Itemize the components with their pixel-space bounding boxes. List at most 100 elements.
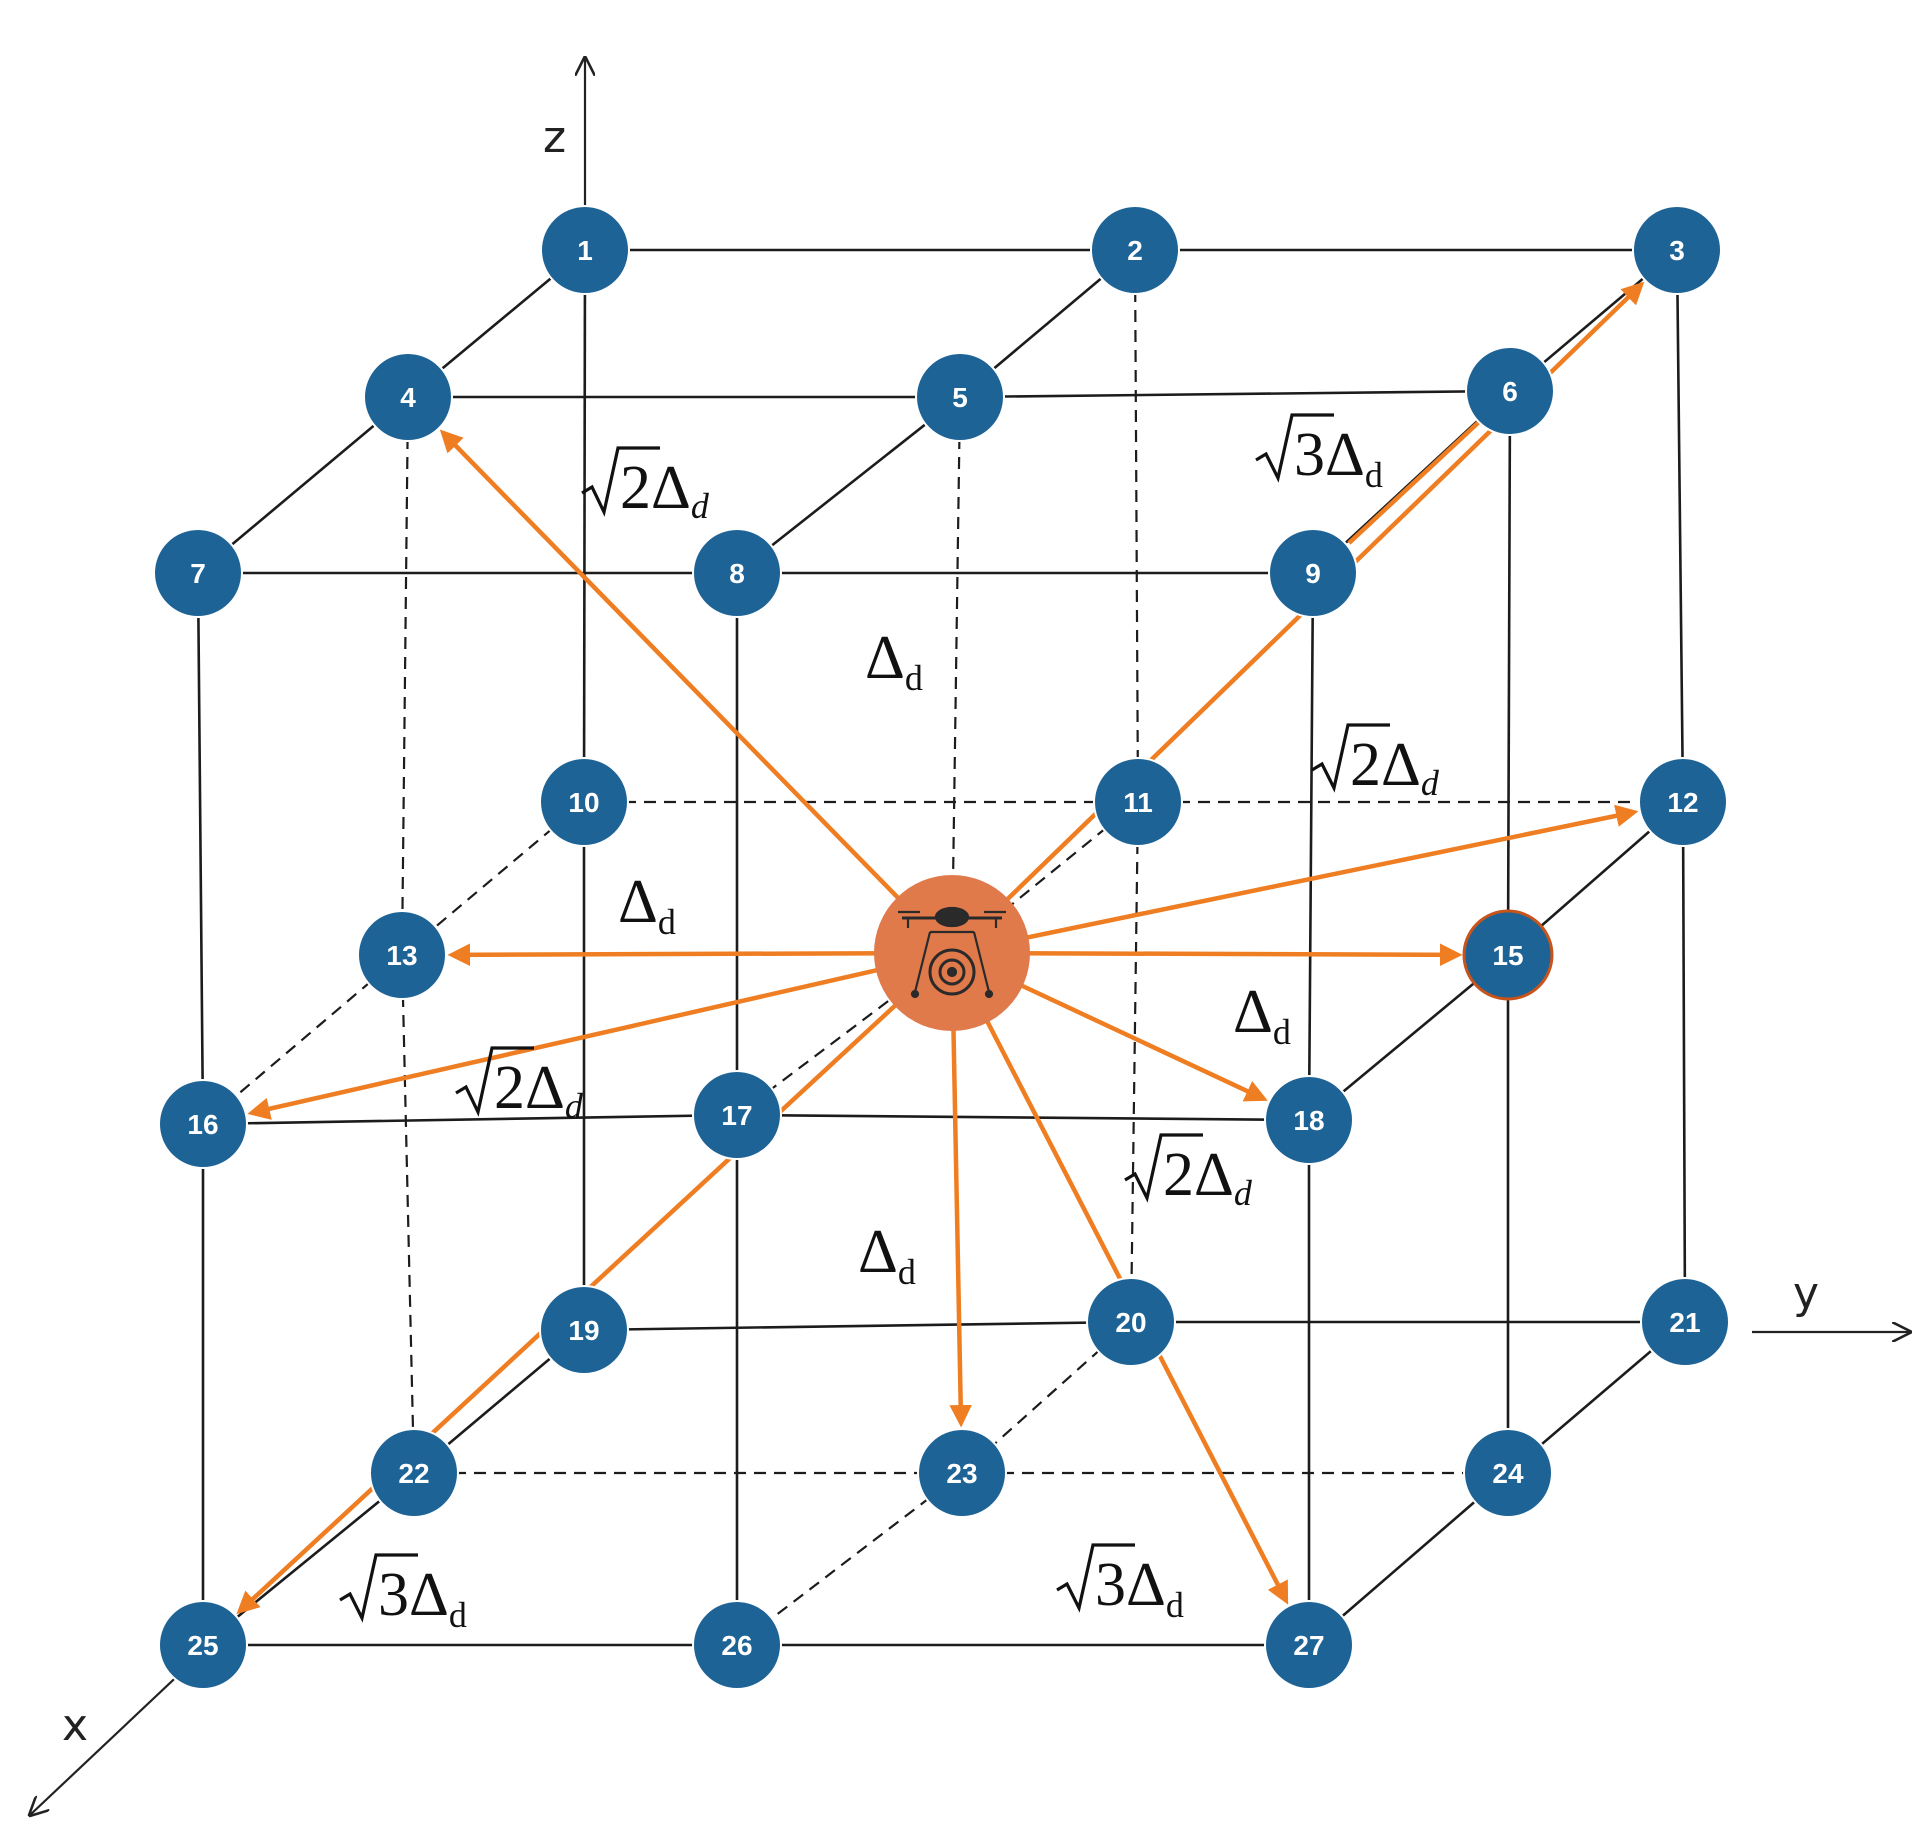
node-11: 11 (1093, 757, 1183, 847)
distance-labels: Δd Δd Δd Δd 2Δd 2Δd 2Δd 2Δd (339, 413, 1440, 1635)
drone-icon (898, 906, 1006, 999)
node-label: 12 (1667, 787, 1698, 818)
dashed-edge-11-20 (1129, 801, 1140, 1323)
node-1: 1 (540, 205, 630, 295)
edge-17-18 (736, 1113, 1310, 1122)
sqrt2-delta-label-right: 2Δd (1311, 723, 1440, 803)
edge-22-25 (202, 1471, 415, 1647)
node-circle (692, 1070, 782, 1160)
edge-12-21 (1681, 801, 1687, 1323)
node-label: 20 (1115, 1307, 1146, 1338)
node-circle (1264, 1075, 1354, 1165)
node-label: 1 (577, 235, 593, 266)
svg-text:3Δd: 3Δd (1095, 1551, 1184, 1625)
node-label: 9 (1305, 558, 1321, 589)
node-label: 6 (1502, 376, 1518, 407)
arrow-to-node-18 (1005, 976, 1268, 1102)
edge-4-7 (197, 396, 409, 574)
edge-6-15 (1506, 390, 1512, 956)
arrow-to-node-23 (949, 1012, 972, 1428)
node-circle (1086, 1277, 1176, 1367)
y-axis-label: y (1793, 1268, 1819, 1319)
node-2: 2 (1090, 205, 1180, 295)
node-12: 12 (1638, 757, 1728, 847)
node-3: 3 (1632, 205, 1722, 295)
node-circle (539, 757, 629, 847)
cube-edges (196, 248, 1687, 1647)
svg-text:3Δd: 3Δd (378, 1561, 467, 1635)
edge-1-10 (582, 249, 587, 803)
edge-16-17 (202, 1113, 738, 1126)
edge-5-8 (736, 395, 961, 575)
node-27: 27 (1264, 1600, 1354, 1690)
arrow-to-node-13 (447, 943, 893, 967)
node-label: 2 (1127, 235, 1143, 266)
edge-7-16 (196, 572, 205, 1125)
sqrt3-delta-label-lower-left: 3Δd (339, 1553, 467, 1635)
node-circle (1264, 1600, 1354, 1690)
svg-text:Δd: Δd (618, 868, 676, 942)
z-axis-label: z (543, 112, 566, 163)
node-25: 25 (158, 1600, 248, 1690)
node-circle (153, 528, 243, 618)
x-axis-label: x (62, 1700, 88, 1751)
node-circle (539, 1285, 629, 1375)
delta-label-up: Δd (865, 624, 923, 698)
sqrt3-delta-label-upper-right: 3Δd (1255, 413, 1383, 495)
node-label: 10 (568, 787, 599, 818)
dashed-edge-13-22 (400, 954, 416, 1474)
node-circle (692, 528, 782, 618)
node-circle (363, 352, 453, 442)
edge-19-20 (583, 1320, 1132, 1332)
node-label: 4 (400, 382, 416, 413)
node-label: 16 (187, 1109, 218, 1140)
node-21: 21 (1640, 1277, 1730, 1367)
node-10: 10 (539, 757, 629, 847)
node-label: 17 (721, 1100, 752, 1131)
node-24: 24 (1463, 1428, 1553, 1518)
dashed-edge-5-14 (950, 396, 962, 954)
node-13: 13 (357, 910, 447, 1000)
node-label: 26 (721, 1630, 752, 1661)
node-circle (1093, 757, 1183, 847)
node-label: 5 (952, 382, 968, 413)
node-label: 25 (187, 1630, 218, 1661)
edge-5-6 (959, 389, 1511, 399)
node-circle (915, 352, 1005, 442)
node-23: 23 (917, 1428, 1007, 1518)
node-circle (692, 1600, 782, 1690)
delta-label-down: Δd (858, 1218, 916, 1292)
node-22: 22 (369, 1428, 459, 1518)
node-label: 13 (386, 940, 417, 971)
node-circle (540, 205, 630, 295)
node-circle (1462, 909, 1554, 1001)
delta-label-right: Δd (1233, 978, 1291, 1052)
node-18: 18 (1264, 1075, 1354, 1165)
node-circle (1090, 205, 1180, 295)
node-7: 7 (153, 528, 243, 618)
delta-label-left: Δd (618, 868, 676, 942)
node-circle (158, 1079, 248, 1169)
svg-text:2Δd: 2Δd (494, 1054, 584, 1126)
node-label: 3 (1669, 235, 1685, 266)
node-6: 6 (1465, 346, 1555, 436)
node-label: 24 (1492, 1458, 1524, 1489)
node-26: 26 (692, 1600, 782, 1690)
node-19: 19 (539, 1285, 629, 1375)
node-label: 11 (1123, 787, 1153, 818)
edge-3-12 (1675, 249, 1685, 803)
node-circle (1465, 346, 1555, 436)
svg-text:Δd: Δd (865, 624, 923, 698)
node-label: 21 (1669, 1307, 1700, 1338)
node-8: 8 (692, 528, 782, 618)
node-17: 17 (692, 1070, 782, 1160)
dashed-edge-4-13 (400, 396, 410, 956)
node-16: 16 (158, 1079, 248, 1169)
node-label: 27 (1293, 1630, 1324, 1661)
node-label: 19 (568, 1315, 599, 1346)
node-label: 8 (729, 558, 745, 589)
center-circle (874, 875, 1030, 1031)
node-label: 22 (398, 1458, 429, 1489)
